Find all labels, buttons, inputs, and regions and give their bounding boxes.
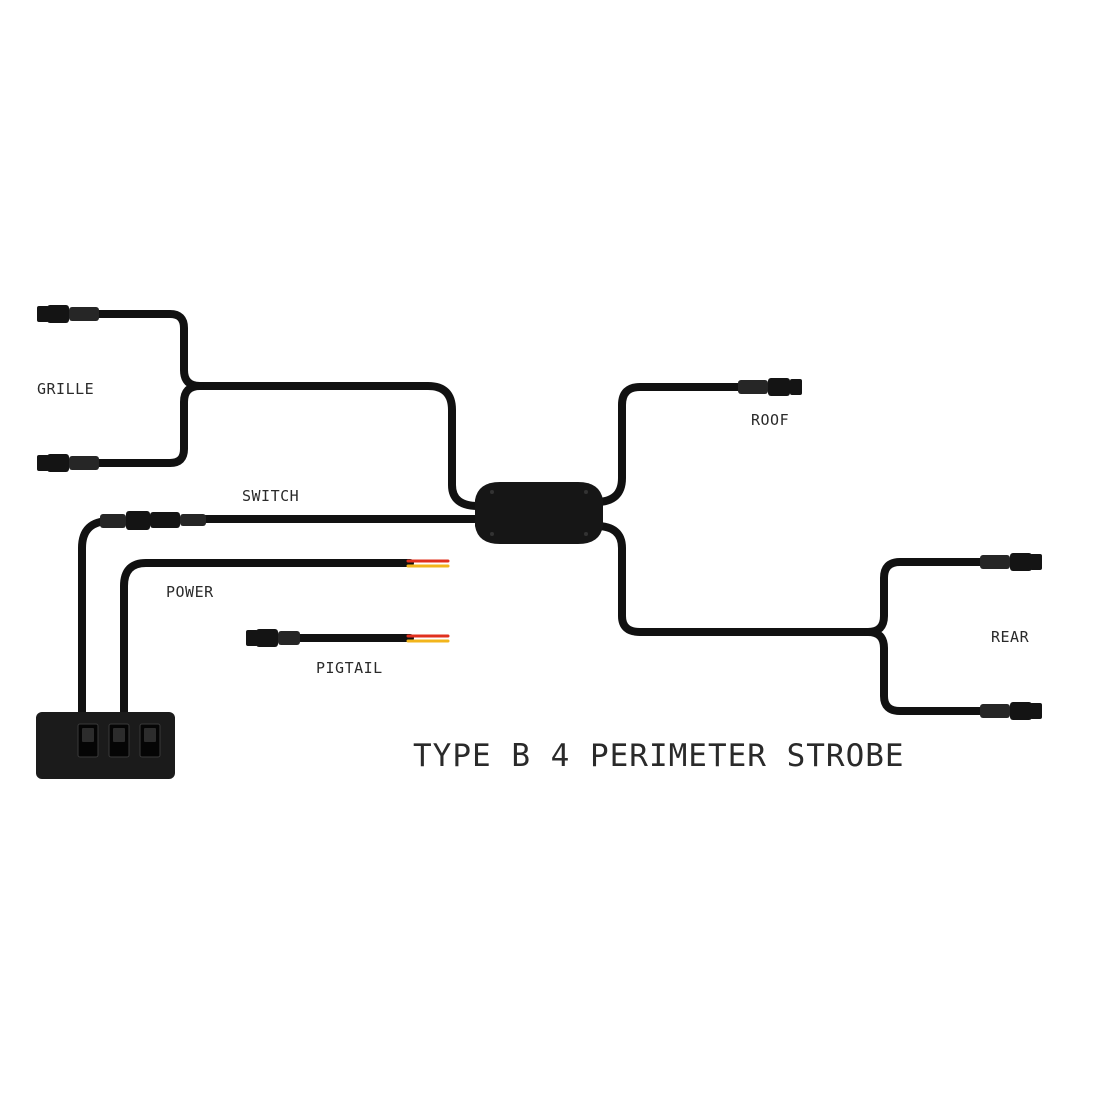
roof-cable [592,383,749,506]
control-module [475,482,603,544]
grille-label: GRILLE [37,380,94,398]
rear-cable-bottom [864,628,989,715]
switch-connector [100,511,206,530]
switch-label: SWITCH [242,487,299,505]
grille-cable-top [91,310,482,510]
pigtail-connector [246,629,300,647]
switch-panel[interactable] [36,712,175,779]
rear-connector-bottom [980,702,1042,720]
roof-label: ROOF [751,411,789,429]
diagram-title: TYPE B 4 PERIMETER STROBE [413,738,905,774]
switch-cable-down [78,517,114,719]
rear-cable-main [592,522,989,636]
grille-connector-bottom [37,454,99,472]
power-cable [120,559,414,719]
power-wire-ends [406,559,450,568]
grille-cable-bottom [91,382,204,467]
grille-connector-top [37,305,99,323]
rocker-switch-3[interactable] [139,723,161,758]
rear-connector-top [980,553,1042,571]
roof-connector [738,378,802,396]
pigtail-wire-ends [406,634,450,643]
rocker-switch-1[interactable] [77,723,99,758]
power-label: POWER [166,583,214,601]
rocker-switch-2[interactable] [108,723,130,758]
pigtail-label: PIGTAIL [316,659,383,677]
rear-label: REAR [991,628,1030,646]
